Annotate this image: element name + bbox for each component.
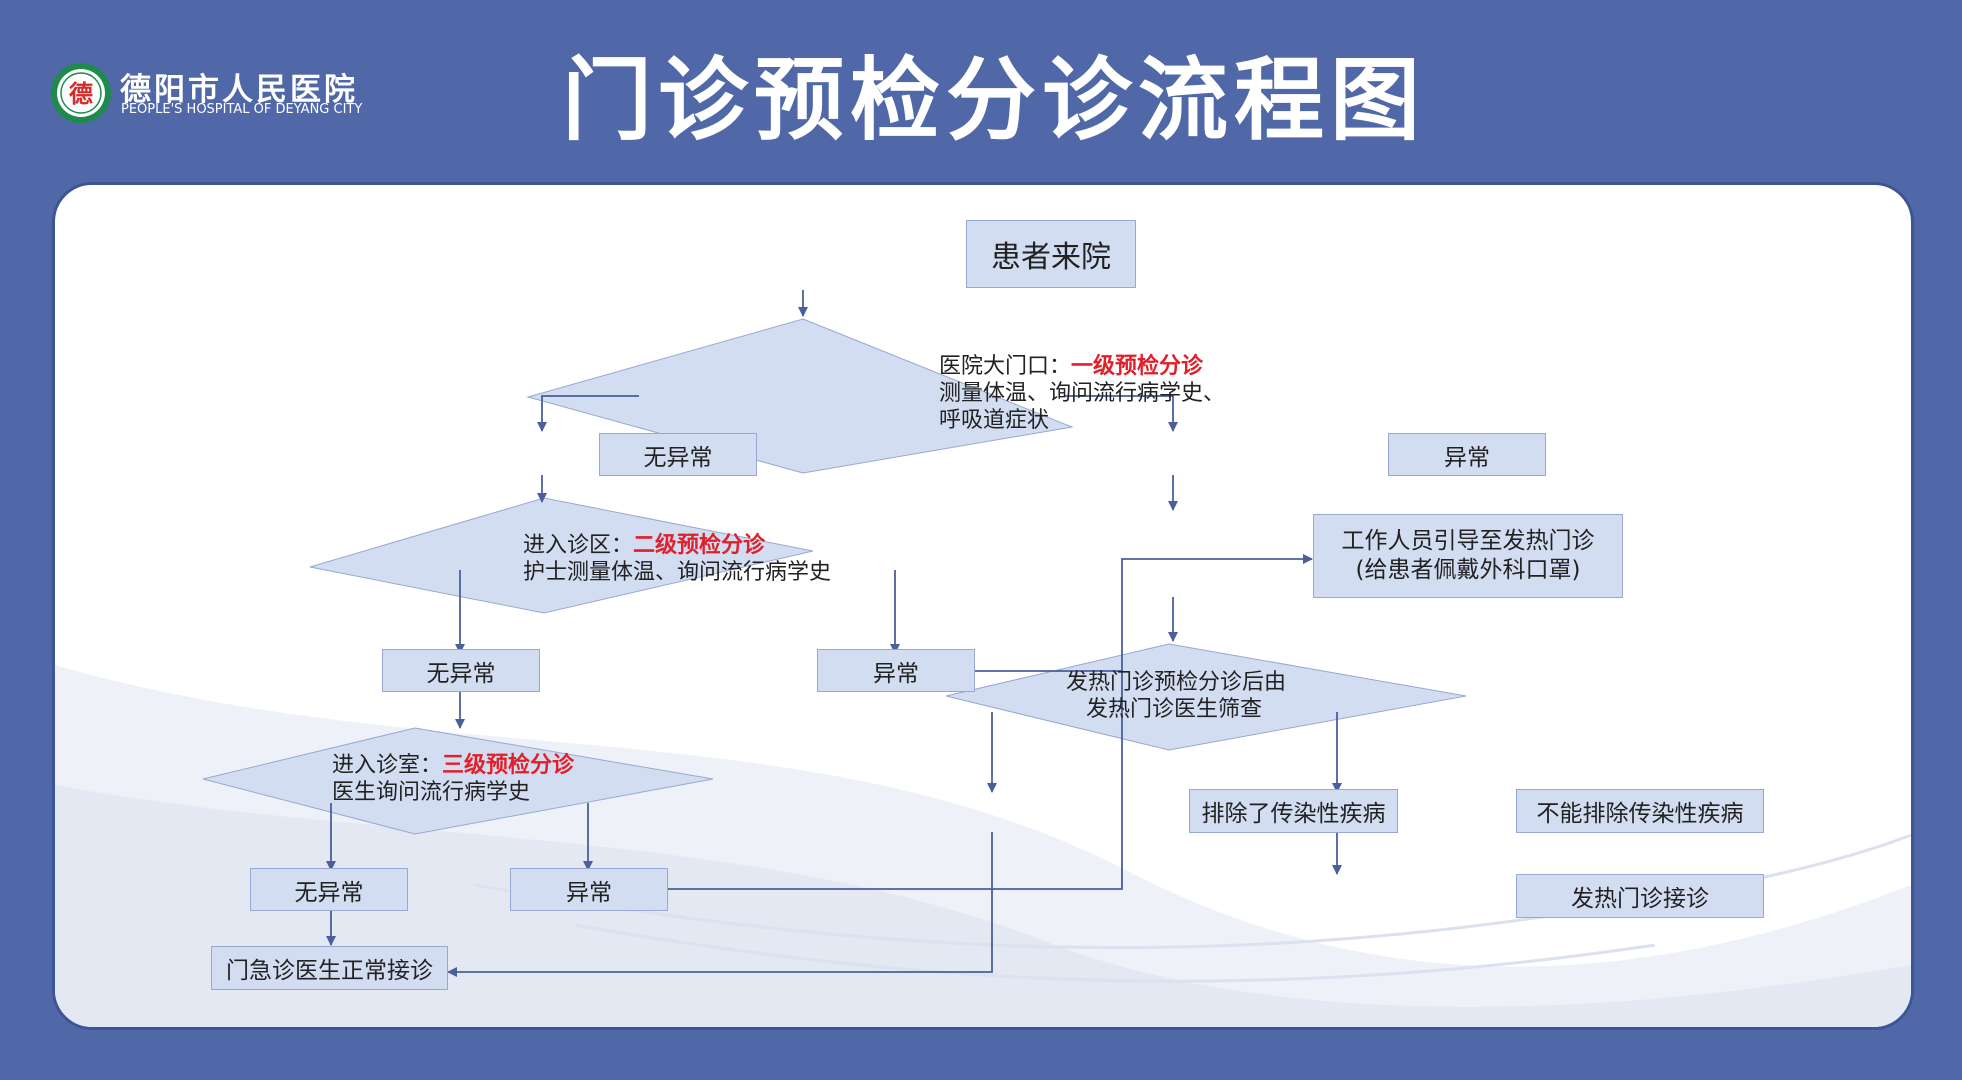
- fever-guide-line2: (给患者佩戴外科口罩): [1355, 557, 1581, 583]
- level2-abnormal-box: 异常: [817, 649, 975, 692]
- level1-triage-text: 医院大门口：一级预检分诊 测量体温、询问流行病学史、 呼吸道症状: [939, 353, 1225, 434]
- fever-screen-text: 发热门诊预检分诊后由 发热门诊医生筛查: [1066, 669, 1287, 723]
- level1-normal-box: 无异常: [599, 433, 757, 476]
- start-box: 患者来院: [966, 220, 1136, 288]
- fever-guide-box: 工作人员引导至发热门诊 (给患者佩戴外科口罩): [1313, 514, 1623, 598]
- level2-triage-text: 进入诊区：二级预检分诊 护士测量体温、询问流行病学史: [523, 532, 831, 586]
- level2-normal-box: 无异常: [382, 649, 540, 692]
- fever-screen-line1: 发热门诊预检分诊后由: [1066, 670, 1287, 695]
- hospital-logo-icon: 德: [51, 63, 111, 123]
- page-title: 门诊预检分诊流程图: [562, 48, 1426, 153]
- level1-highlight: 一级预检分诊: [1071, 354, 1204, 379]
- level1-abnormal-box: 异常: [1388, 433, 1546, 476]
- logo-glyph: 德: [69, 79, 93, 108]
- level1-line2: 测量体温、询问流行病学史、: [939, 381, 1226, 406]
- level1-line3: 呼吸道症状: [939, 408, 1050, 433]
- level3-abnormal-box: 异常: [510, 868, 668, 911]
- fever-clinic-box: 发热门诊接诊: [1516, 874, 1764, 918]
- level2-triage-diamond: [309, 497, 814, 614]
- fever-screen-line2: 发热门诊医生筛查: [1085, 697, 1262, 722]
- level3-line2: 医生询问流行病学史: [332, 780, 531, 805]
- level3-highlight: 三级预检分诊: [442, 753, 575, 778]
- not-excluded-box: 不能排除传染性疾病: [1516, 789, 1764, 833]
- flowchart-panel: 患者来院 无异常 异常 工作人员引导至发热门诊 (给患者佩戴外科口罩) 无异常 …: [52, 182, 1914, 1030]
- fever-guide-line1: 工作人员引导至发热门诊: [1341, 528, 1595, 554]
- level2-line2: 护士测量体温、询问流行病学史: [523, 560, 832, 585]
- level3-triage-text: 进入诊室：三级预检分诊 医生询问流行病学史: [332, 752, 574, 806]
- excluded-box: 排除了传染性疾病: [1189, 789, 1398, 833]
- level2-highlight: 二级预检分诊: [633, 533, 766, 558]
- hospital-name: 德阳市人民医院: [120, 72, 358, 108]
- level2-prefix: 进入诊区：: [523, 533, 634, 558]
- hospital-name-en: PEOPLE'S HOSPITAL OF DEYANG CITY: [121, 102, 363, 117]
- level3-prefix: 进入诊室：: [332, 753, 443, 778]
- level1-prefix: 医院大门口：: [939, 354, 1072, 379]
- outpatient-box: 门急诊医生正常接诊: [211, 946, 448, 990]
- level3-normal-box: 无异常: [250, 868, 408, 911]
